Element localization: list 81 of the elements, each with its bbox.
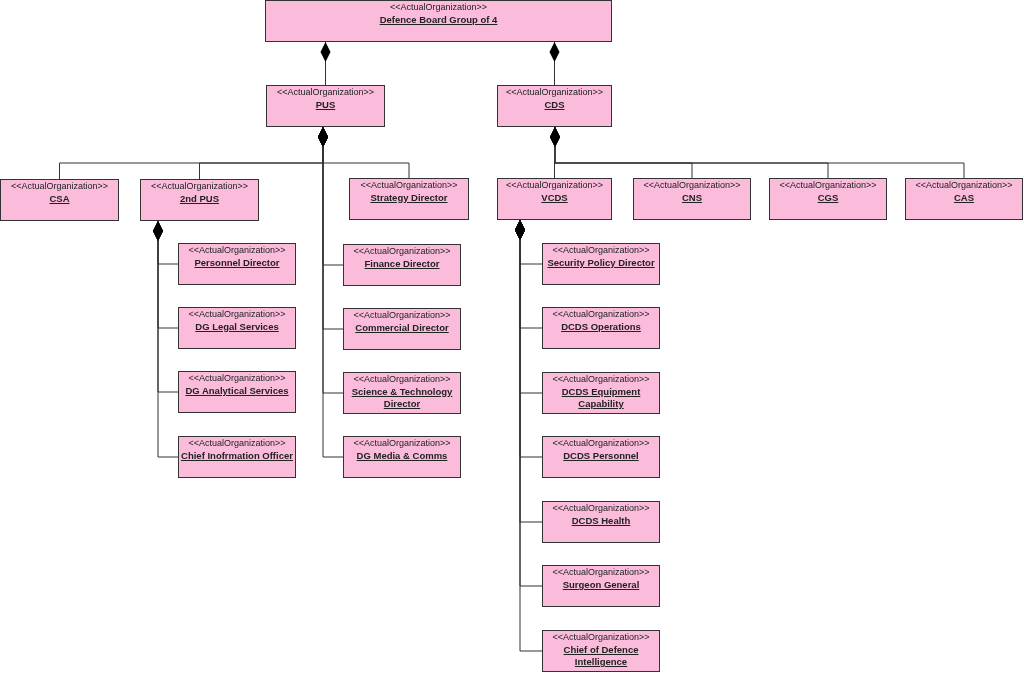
stereotype-label: <<ActualOrganization>> bbox=[779, 180, 877, 191]
organization-box bbox=[266, 85, 385, 127]
stereotype-label: <<ActualOrganization>> bbox=[915, 180, 1013, 191]
stereotype-label: <<ActualOrganization>> bbox=[643, 180, 741, 191]
organization-name: VCDS bbox=[541, 192, 568, 204]
organization-box bbox=[542, 501, 660, 543]
organization-box bbox=[542, 243, 660, 285]
organization-box bbox=[343, 372, 461, 414]
organization-box bbox=[265, 0, 612, 42]
organization-box bbox=[140, 179, 259, 221]
stereotype-label: <<ActualOrganization>> bbox=[552, 567, 650, 578]
stereotype-label: <<ActualOrganization>> bbox=[389, 2, 488, 13]
organization-box bbox=[343, 436, 461, 478]
composition-connector bbox=[549, 41, 560, 86]
stereotype-label: <<ActualOrganization>> bbox=[505, 87, 604, 98]
organization-box bbox=[0, 179, 119, 221]
organization-name: Finance Director bbox=[364, 258, 440, 270]
organization-name: CAS bbox=[953, 192, 975, 204]
composition-connector bbox=[153, 220, 179, 458]
stereotype-label: <<ActualOrganization>> bbox=[276, 87, 375, 98]
organization-name: Chief Inofrmation Officer bbox=[181, 450, 293, 462]
organization-box bbox=[178, 436, 296, 478]
stereotype-label: <<ActualOrganization>> bbox=[188, 309, 286, 320]
stereotype-label: <<ActualOrganization>> bbox=[552, 632, 650, 643]
stereotype-label: <<ActualOrganization>> bbox=[150, 181, 249, 192]
stereotype-label: <<ActualOrganization>> bbox=[353, 310, 451, 321]
stereotype-label: <<ActualOrganization>> bbox=[188, 438, 286, 449]
organization-name: Personnel Director bbox=[194, 257, 280, 269]
composition-connector bbox=[550, 126, 965, 179]
organization-box bbox=[542, 372, 660, 414]
organization-box bbox=[343, 244, 461, 286]
organization-box bbox=[542, 307, 660, 349]
organization-name: Chief of Defence Intelligence bbox=[562, 644, 640, 668]
stereotype-label: <<ActualOrganization>> bbox=[552, 438, 650, 449]
stereotype-label: <<ActualOrganization>> bbox=[552, 245, 650, 256]
organization-box bbox=[178, 307, 296, 349]
organization-name: PUS bbox=[315, 99, 336, 111]
organization-box bbox=[497, 85, 612, 127]
organization-name: DCDS Equipment Capability bbox=[560, 386, 642, 410]
organization-box bbox=[343, 308, 461, 350]
organization-name: Science & Technology Director bbox=[350, 386, 454, 410]
organization-name: DG Media & Comms bbox=[356, 450, 448, 462]
organization-box bbox=[633, 178, 751, 220]
organization-box bbox=[497, 178, 612, 220]
organization-box bbox=[769, 178, 887, 220]
organization-box bbox=[542, 565, 660, 607]
organization-box bbox=[542, 630, 660, 672]
stereotype-label: <<ActualOrganization>> bbox=[188, 373, 286, 384]
stereotype-label: <<ActualOrganization>> bbox=[505, 180, 604, 191]
organization-name: DCDS Health bbox=[571, 515, 631, 527]
organization-name: Surgeon General bbox=[562, 579, 640, 591]
organization-name: Security Policy Director bbox=[547, 257, 655, 269]
stereotype-label: <<ActualOrganization>> bbox=[353, 246, 451, 257]
composition-connector bbox=[515, 219, 543, 652]
organization-box bbox=[178, 243, 296, 285]
organization-name: 2nd PUS bbox=[179, 193, 220, 205]
organization-box bbox=[905, 178, 1023, 220]
composition-connector bbox=[318, 126, 344, 458]
stereotype-label: <<ActualOrganization>> bbox=[360, 180, 458, 191]
organization-name: DCDS Personnel bbox=[563, 450, 639, 462]
organization-box bbox=[542, 436, 660, 478]
organization-name: CGS bbox=[817, 192, 839, 204]
organization-name: Commercial Director bbox=[355, 322, 449, 334]
stereotype-label: <<ActualOrganization>> bbox=[353, 374, 451, 385]
organization-name: CDS bbox=[544, 99, 565, 111]
stereotype-label: <<ActualOrganization>> bbox=[188, 245, 286, 256]
composition-connector bbox=[320, 41, 331, 86]
stereotype-label: <<ActualOrganization>> bbox=[552, 309, 650, 320]
organization-name: Defence Board Group of 4 bbox=[379, 14, 498, 26]
organization-box bbox=[349, 178, 469, 220]
organization-box bbox=[178, 371, 296, 413]
stereotype-label: <<ActualOrganization>> bbox=[353, 438, 451, 449]
organization-name: DG Legal Services bbox=[195, 321, 279, 333]
organization-name: CSA bbox=[49, 193, 70, 205]
stereotype-label: <<ActualOrganization>> bbox=[10, 181, 109, 192]
stereotype-label: <<ActualOrganization>> bbox=[552, 503, 650, 514]
stereotype-label: <<ActualOrganization>> bbox=[552, 374, 650, 385]
organization-name: CNS bbox=[681, 192, 703, 204]
organization-name: DCDS Operations bbox=[561, 321, 641, 333]
organization-name: DG Analytical Services bbox=[185, 385, 289, 397]
organization-name: Strategy Director bbox=[370, 192, 448, 204]
